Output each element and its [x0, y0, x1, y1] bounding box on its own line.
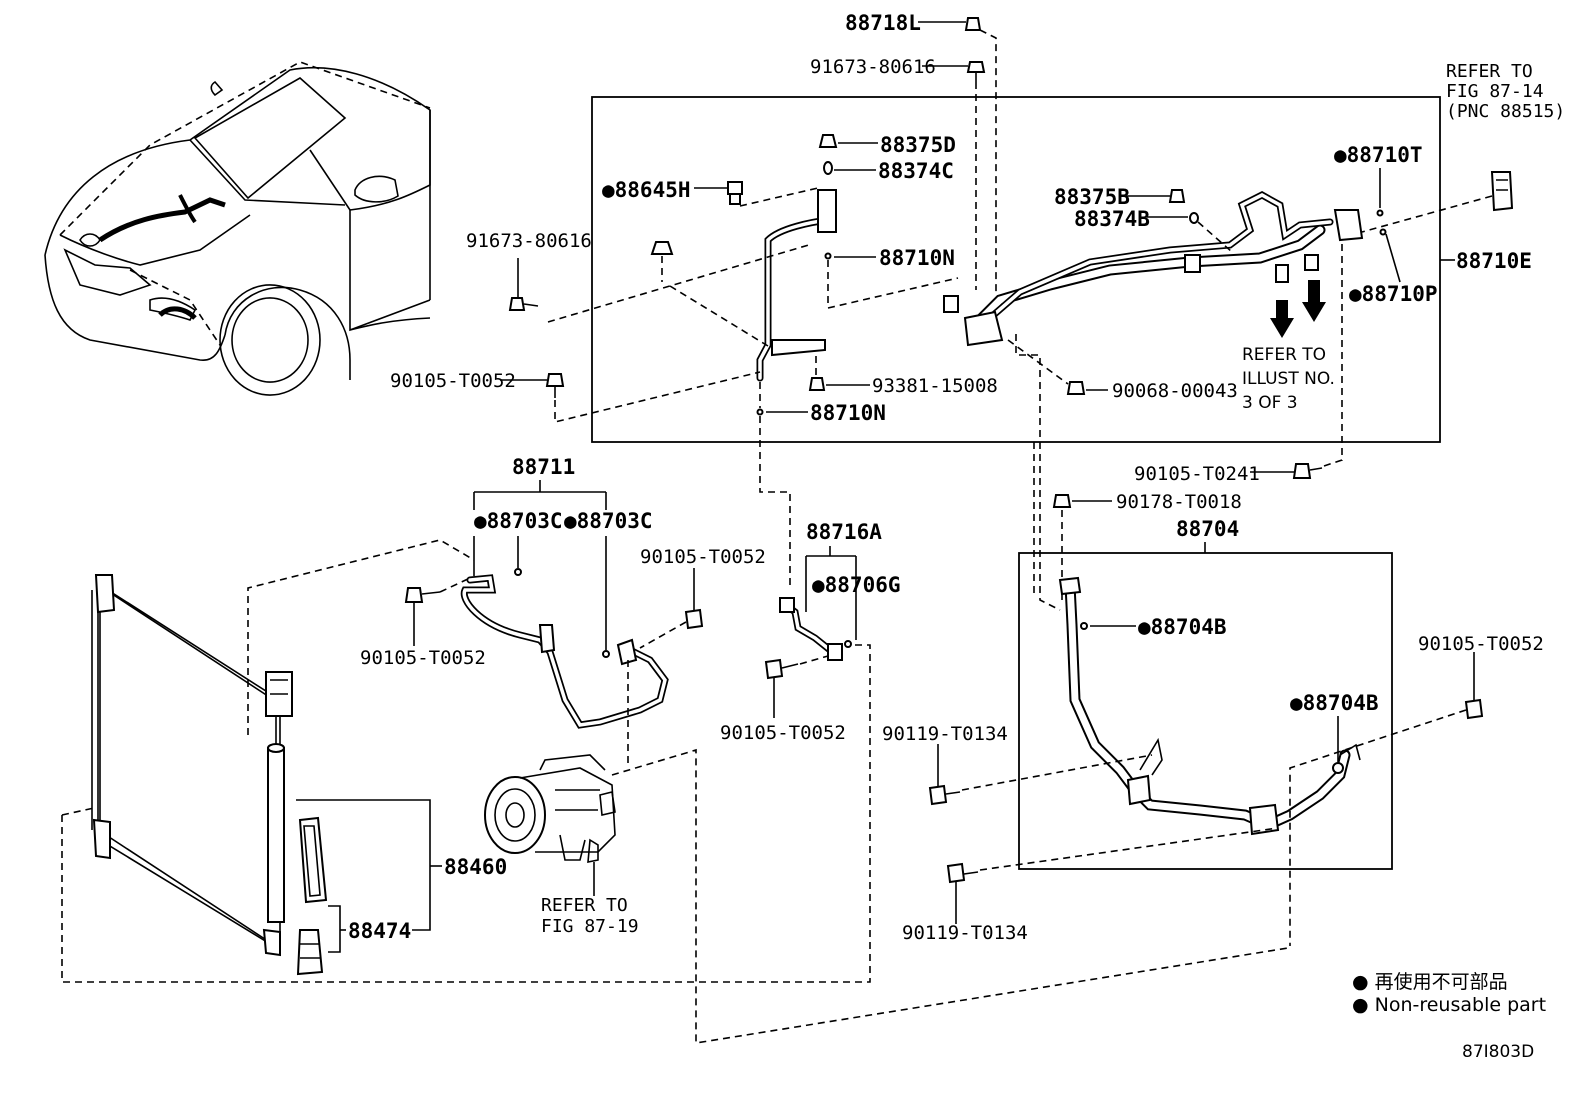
label-88645H: ●88645H	[602, 178, 691, 202]
part-90105-T0052-c: 90105-T0052	[640, 546, 766, 630]
legend-non-reusable-jp: ● 再使用不可部品	[1352, 971, 1508, 993]
part-90105-T0052-b: 90105-T0052	[360, 587, 486, 669]
label-88704B-a: ●88704B	[1138, 615, 1227, 639]
tube-suction-assembly	[943, 191, 1364, 347]
part-90105-T0052-d: 90105-T0052	[720, 658, 846, 744]
label-88710P: ●88710P	[1349, 282, 1438, 306]
label-88375B: 88375B	[1054, 185, 1130, 209]
label-90105-T0052-b: 90105-T0052	[360, 647, 486, 669]
part-88718L: 88718L	[845, 11, 982, 35]
arrow-refer-illust	[1270, 280, 1326, 338]
part-90105-T0052-e: 90105-T0052	[1418, 633, 1544, 720]
label-90105-T0052-c: 90105-T0052	[640, 546, 766, 568]
part-90178-T0018: 90178-T0018	[1052, 491, 1242, 513]
label-90119-T0134-b: 90119-T0134	[902, 922, 1028, 944]
note-refer-fig-87-19-2: FIG 87-19	[541, 916, 639, 937]
part-88515-connector	[1490, 171, 1514, 212]
part-88374B: 88374B	[1074, 207, 1199, 231]
note-refer-illust-1: REFER TO	[1242, 345, 1326, 365]
label-88718L: 88718L	[845, 11, 921, 35]
label-88710N-a: 88710N	[879, 246, 955, 270]
label-88716A: 88716A	[806, 520, 882, 544]
label-88474: 88474	[348, 919, 411, 943]
note-refer-fig-87-19-1: REFER TO	[541, 895, 628, 916]
part-88645H: ●88645H	[602, 178, 743, 205]
label-90178-T0018: 90178-T0018	[1116, 491, 1242, 513]
part-90068-00043: 90068-00043	[1066, 380, 1238, 402]
part-88710N-b: 88710N	[756, 401, 886, 425]
label-88710N-b: 88710N	[810, 401, 886, 425]
label-88706G: ●88706G	[812, 573, 901, 597]
part-88704B-b: ●88704B	[1290, 691, 1379, 774]
note-refer-fig-87-14-3: (PNC 88515)	[1446, 101, 1565, 122]
label-88704: 88704	[1176, 517, 1239, 541]
label-88375D: 88375D	[880, 133, 956, 157]
label-90068-00043: 90068-00043	[1112, 380, 1238, 402]
part-88374C: 88374C	[823, 159, 954, 183]
legend-non-reusable-en: ● Non-reusable part	[1352, 994, 1546, 1016]
note-refer-fig-87-14-1: REFER TO	[1446, 61, 1533, 82]
label-90105-T0052-d: 90105-T0052	[720, 722, 846, 744]
label-91673-80616-left: 91673-80616	[466, 230, 592, 252]
label-90105-T0052-a: 90105-T0052	[390, 370, 516, 392]
label-88460: 88460	[444, 855, 507, 879]
part-88711: 88711 ●88703C ●88703C	[460, 455, 669, 729]
diagram-code: 87I803D	[1462, 1042, 1534, 1062]
compressor	[484, 754, 616, 863]
part-88710N-a: 88710N	[824, 246, 955, 270]
label-88710E: 88710E	[1456, 249, 1532, 273]
part-90119-T0134-a: 90119-T0134	[882, 723, 1008, 806]
part-88710E: 88710E	[1440, 249, 1532, 273]
tube-vertical	[756, 189, 837, 382]
label-88703C-b: ●88703C	[564, 509, 653, 533]
vehicle-illustration	[44, 61, 431, 396]
part-88375D: 88375D	[818, 133, 956, 157]
label-88704B-b: ●88704B	[1290, 691, 1379, 715]
note-refer-illust-2: ILLUST NO.	[1242, 369, 1335, 389]
label-93381-15008: 93381-15008	[872, 375, 998, 397]
part-88710P: ●88710P	[1349, 228, 1438, 306]
label-88374B: 88374B	[1074, 207, 1150, 231]
part-90119-T0134-b: 90119-T0134	[902, 862, 1028, 944]
part-91673-80616-top: 91673-80616	[810, 56, 986, 82]
suction-tube-assembly-box	[591, 96, 1441, 443]
part-90105-T0241: 90105-T0241	[1134, 463, 1323, 485]
label-88710T: ●88710T	[1334, 143, 1423, 167]
note-refer-fig-87-14-2: FIG 87-14	[1446, 81, 1544, 102]
label-90119-T0134-a: 90119-T0134	[882, 723, 1008, 745]
suction-hose-box	[1018, 552, 1393, 870]
label-88711: 88711	[512, 455, 575, 479]
part-91673-80616-left: 91673-80616	[466, 230, 592, 311]
label-88374C: 88374C	[878, 159, 954, 183]
note-refer-illust-3: 3 OF 3	[1242, 393, 1298, 413]
part-88704B-a: ●88704B	[1080, 615, 1227, 639]
part-88375B: 88375B	[1054, 185, 1186, 209]
part-nut-top	[650, 241, 674, 255]
part-88460-condenser: 88460 88474	[91, 574, 507, 976]
part-88704-hose	[1058, 576, 1361, 836]
label-90105-T0052-e: 90105-T0052	[1418, 633, 1544, 655]
part-90105-T0052-a: 90105-T0052	[390, 370, 565, 398]
part-88710T: ●88710T	[1334, 143, 1423, 217]
label-91673-80616-top: 91673-80616	[810, 56, 936, 78]
part-88716A: 88716A ●88706G	[779, 520, 901, 661]
label-88703C-a: ●88703C	[474, 509, 563, 533]
part-93381-15008: 93381-15008	[808, 375, 998, 397]
label-90105-T0241: 90105-T0241	[1134, 463, 1260, 485]
